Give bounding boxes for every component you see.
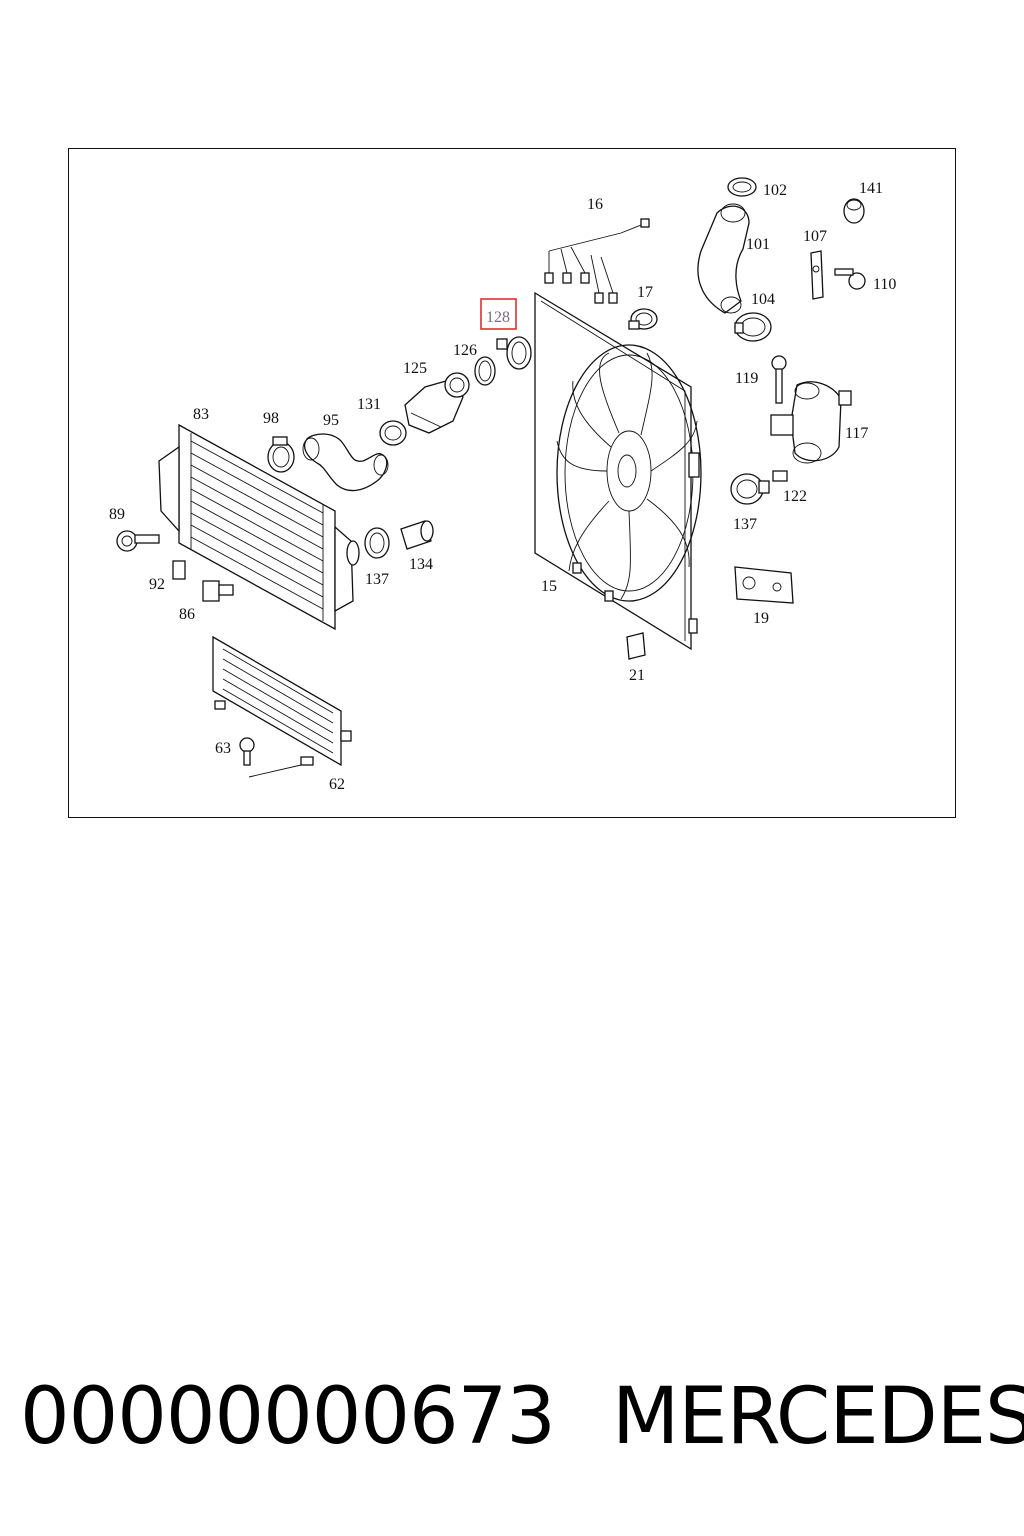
bracket-19-drawing xyxy=(734,566,794,604)
label-89: 89 xyxy=(109,506,125,523)
seal-102-drawing xyxy=(727,177,757,197)
label-122: 122 xyxy=(783,488,807,505)
label-86: 86 xyxy=(179,606,195,623)
clamp-104-drawing xyxy=(734,312,772,342)
part-number: 00000000673 xyxy=(20,1372,556,1462)
intercooler-83-drawing xyxy=(158,423,360,631)
parts-diagram-frame: 16 17 102 141 101 107 110 104 126 125 13… xyxy=(68,148,956,818)
label-101: 101 xyxy=(746,236,770,253)
label-83: 83 xyxy=(193,406,209,423)
seal-ring-drawing xyxy=(474,336,532,386)
clip-21-drawing xyxy=(626,632,646,660)
label-16: 16 xyxy=(587,196,603,213)
cap-141-drawing xyxy=(843,198,865,224)
label-117: 117 xyxy=(845,425,868,442)
bracket-107-drawing xyxy=(810,250,824,300)
hose-101-drawing xyxy=(697,203,750,314)
clip-122-drawing xyxy=(772,470,788,482)
label-126: 126 xyxy=(453,342,477,359)
label-104: 104 xyxy=(751,291,775,308)
label-131: 131 xyxy=(357,396,381,413)
label-62: 62 xyxy=(329,776,345,793)
label-141: 141 xyxy=(859,180,883,197)
clamp-131-drawing xyxy=(379,420,407,446)
label-119: 119 xyxy=(735,370,758,387)
label-125: 125 xyxy=(403,360,427,377)
label-98: 98 xyxy=(263,410,279,427)
label-137-left: 137 xyxy=(365,571,389,588)
oil-cooler-62-drawing xyxy=(212,635,352,767)
clip-92-drawing xyxy=(172,560,186,580)
caption-bar: 00000000673 MERCEDES xyxy=(0,1372,1024,1472)
label-110: 110 xyxy=(873,276,896,293)
label-19: 19 xyxy=(753,610,769,627)
parts-diagram: 16 17 102 141 101 107 110 104 126 125 13… xyxy=(109,177,896,793)
clamp-17-drawing xyxy=(628,308,658,330)
fan-shroud-drawing xyxy=(534,291,702,651)
connector-125-drawing xyxy=(404,372,470,434)
label-95: 95 xyxy=(323,412,339,429)
clamp-98-drawing xyxy=(267,436,295,473)
label-102: 102 xyxy=(763,182,787,199)
label-15: 15 xyxy=(541,578,557,595)
bolt-110-drawing xyxy=(834,268,866,290)
label-21: 21 xyxy=(629,667,645,684)
part-labels: 16 17 102 141 101 107 110 104 126 125 13… xyxy=(109,180,896,793)
label-17: 17 xyxy=(637,284,653,301)
clamp-137-right-drawing xyxy=(730,473,770,505)
label-63: 63 xyxy=(215,740,231,757)
wiring-harness-drawing xyxy=(544,218,650,304)
hose-134-drawing xyxy=(400,520,434,550)
bolt-119-drawing xyxy=(771,355,787,404)
pipe-117-drawing xyxy=(770,381,852,464)
label-137-right: 137 xyxy=(733,516,757,533)
brand-name: MERCEDES xyxy=(612,1372,1024,1462)
label-134: 134 xyxy=(409,556,433,573)
label-92: 92 xyxy=(149,576,165,593)
clamp-137-left-drawing xyxy=(364,527,390,559)
label-107: 107 xyxy=(803,228,827,245)
bolt-63-drawing xyxy=(239,737,302,778)
bolt-89-drawing xyxy=(116,530,160,552)
label-128-highlighted: 128 xyxy=(486,309,510,326)
sensor-86-drawing xyxy=(202,580,234,602)
hose-95-drawing xyxy=(302,433,389,492)
highlight-box xyxy=(480,298,517,330)
